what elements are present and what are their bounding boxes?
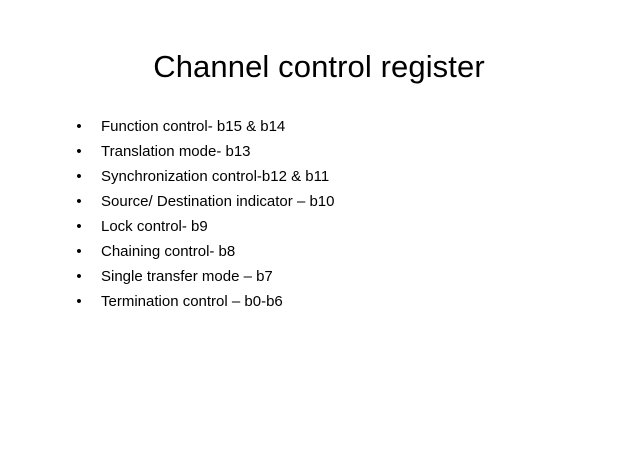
list-item-label: Synchronization control-b12 & b11 — [101, 168, 330, 185]
bullet-point-icon: • — [76, 293, 82, 310]
list-item: • Termination control – b0-b6 — [68, 289, 588, 314]
bullet-point-icon: • — [76, 218, 82, 235]
bullet-point-icon: • — [76, 193, 82, 210]
list-item-label: Function control- b15 & b14 — [101, 118, 286, 135]
list-item-label: Lock control- b9 — [101, 218, 208, 235]
list-item: • Lock control- b9 — [68, 214, 588, 239]
bullet-point-icon: • — [76, 118, 82, 135]
list-item-label: Translation mode- b13 — [101, 143, 251, 160]
list-item: • Synchronization control-b12 & b11 — [68, 164, 588, 189]
list-item-label: Source/ Destination indicator – b10 — [101, 193, 335, 210]
list-item: • Translation mode- b13 — [68, 139, 588, 164]
bullet-point-icon: • — [76, 168, 82, 185]
list-item-label: Termination control – b0-b6 — [101, 293, 283, 310]
list-item: • Source/ Destination indicator – b10 — [68, 189, 588, 214]
list-item: • Chaining control- b8 — [68, 239, 588, 264]
page-title: Channel control register — [153, 49, 485, 84]
bullet-point-icon: • — [76, 243, 82, 260]
bullet-point-icon: • — [76, 143, 82, 160]
list-item: • Function control- b15 & b14 — [68, 114, 588, 139]
list-item: • Single transfer mode – b7 — [68, 264, 588, 289]
bullet-list: • Function control- b15 & b14 • Translat… — [68, 114, 588, 314]
list-item-label: Single transfer mode – b7 — [101, 268, 273, 285]
list-item-label: Chaining control- b8 — [101, 243, 236, 260]
bullet-point-icon: • — [76, 268, 82, 285]
